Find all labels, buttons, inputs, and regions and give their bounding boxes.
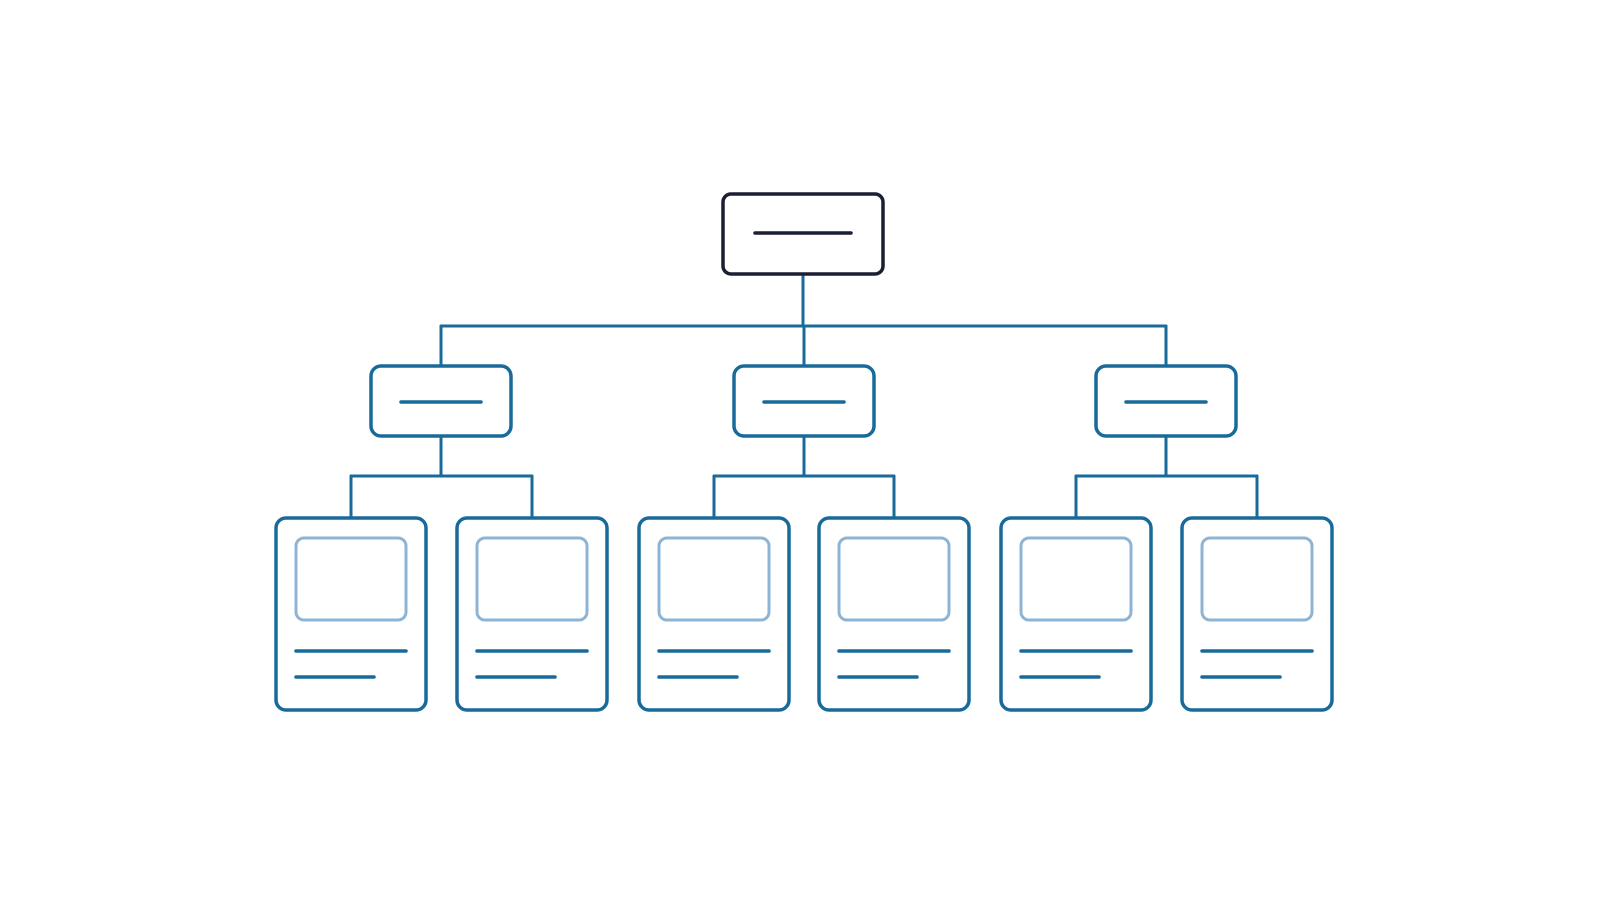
card-3-1-image-placeholder-icon [1019,536,1133,622]
card-2-1-image-placeholder-icon [657,536,771,622]
card-1-2-image-placeholder-icon [475,536,589,622]
card-1-1-image-placeholder-icon [294,536,408,622]
card-2-2-image-placeholder-icon [837,536,951,622]
card-3-2-image-placeholder-icon [1200,536,1314,622]
